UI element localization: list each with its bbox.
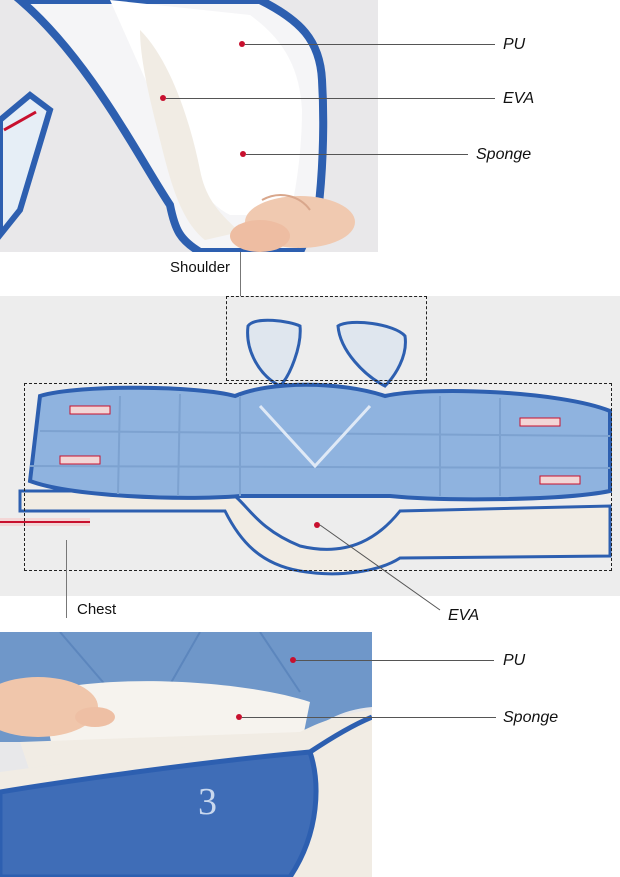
middle-photo-chest-guard xyxy=(0,296,620,596)
bottom-photo-pad-inner: 3 xyxy=(0,632,372,877)
pu-leader-line xyxy=(245,44,495,45)
label-sponge-top: Sponge xyxy=(476,146,532,163)
chest-dashed-box xyxy=(24,383,612,571)
eva-chest-marker-dot xyxy=(314,522,320,528)
top-photo-pad-layers xyxy=(0,0,378,252)
shoulder-dashed-box xyxy=(226,296,427,381)
shoulder-leader-line xyxy=(240,252,241,296)
eva-leader-line xyxy=(166,98,495,99)
sponge-marker-dot xyxy=(240,151,246,157)
label-pu-bottom: PU xyxy=(503,652,526,669)
sponge-leader-line xyxy=(246,154,468,155)
chest-leader-line xyxy=(66,540,67,618)
label-shoulder: Shoulder xyxy=(170,259,231,276)
number-badge: 3 xyxy=(198,781,217,823)
pu-bottom-marker-dot xyxy=(290,657,296,663)
label-sponge-bottom: Sponge xyxy=(503,709,559,726)
label-chest: Chest xyxy=(77,601,117,618)
sponge-bottom-marker-dot xyxy=(236,714,242,720)
pu-marker-dot xyxy=(239,41,245,47)
label-eva-top: EVA xyxy=(503,90,535,107)
label-pu-top: PU xyxy=(503,36,526,53)
pu-bottom-leader-line xyxy=(296,660,494,661)
sponge-bottom-leader-line xyxy=(242,717,496,718)
label-eva-chest: EVA xyxy=(448,607,480,624)
eva-marker-dot xyxy=(160,95,166,101)
